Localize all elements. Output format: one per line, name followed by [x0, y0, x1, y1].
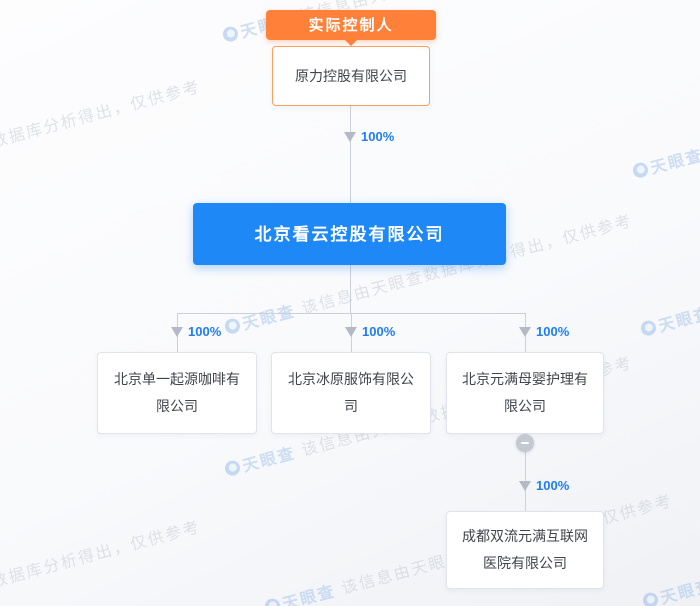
tianyancha-logo: 天眼查: [638, 299, 700, 341]
watermark-disclaimer: 该信息由天眼查数据库分析得出，仅供参考: [0, 518, 203, 606]
company-node-controller[interactable]: 原力控股有限公司: [272, 46, 430, 106]
watermark-brand: 天眼查: [656, 305, 700, 336]
tianyancha-eye-icon: [639, 318, 658, 337]
edge-sub3-to-grandchild: 100%: [519, 479, 569, 493]
arrow-down-triangle-icon: [519, 481, 531, 491]
shareholding-percent: 100%: [362, 324, 396, 339]
watermark-brand: 天眼查: [648, 147, 700, 178]
edge-main-to-sub1: 100%: [171, 325, 221, 339]
edge-controller-to-main: 100%: [344, 130, 394, 144]
tianyancha-eye-icon: [223, 458, 242, 477]
edge-main-to-sub2: 100%: [345, 325, 395, 339]
arrow-down-triangle-icon: [171, 327, 183, 337]
collapse-minus-icon[interactable]: [516, 434, 534, 452]
watermark-brand: 天眼查: [240, 445, 298, 476]
tianyancha-logo: 天眼查: [222, 439, 298, 481]
company-node-subsidiary-2[interactable]: 北京冰原服饰有限公司: [271, 352, 431, 434]
tianyancha-eye-icon: [641, 590, 660, 606]
watermark-brand: 天眼查: [240, 303, 298, 334]
company-node-subsidiary-1[interactable]: 北京单一起源咖啡有限公司: [97, 352, 257, 434]
shareholding-percent: 100%: [188, 324, 222, 339]
actual-controller-badge: 实际控制人: [266, 10, 436, 46]
tianyancha-logo: 天眼查: [630, 141, 700, 183]
tianyancha-logo: 天眼查: [222, 297, 298, 339]
company-node-grandchild[interactable]: 成都双流元满互联网医院有限公司: [446, 511, 604, 589]
connector-sub3-to-grandchild: [525, 434, 526, 511]
company-node-main[interactable]: 北京看云控股有限公司: [193, 203, 506, 265]
arrow-down-triangle-icon: [519, 327, 531, 337]
tianyancha-eye-icon: [221, 24, 240, 43]
tianyancha-logo: 天眼查: [262, 577, 338, 606]
watermark-disclaimer: 该信息由天眼查数据库分析得出，仅供参考: [0, 78, 203, 184]
connector-controller-to-main: [350, 105, 351, 203]
tianyancha-eye-icon: [631, 160, 650, 179]
arrow-down-triangle-icon: [344, 132, 356, 142]
shareholding-percent: 100%: [536, 324, 570, 339]
watermark-brand: 天眼查: [658, 577, 700, 606]
watermark-tile: 天眼查 该信息由天眼查数据库分析得出，仅供参考: [640, 481, 700, 606]
tianyancha-logo: 天眼查: [640, 571, 700, 606]
watermark-tile: 天眼查 该信息由天眼查数据库分析得出，仅供参考: [630, 51, 700, 183]
edge-main-to-sub3: 100%: [519, 325, 569, 339]
watermark-tile: 天眼查 该信息由天眼查数据库分析得出，仅供参考: [0, 73, 203, 205]
connector-main-down: [350, 265, 351, 313]
shareholding-percent: 100%: [536, 478, 570, 493]
arrow-down-triangle-icon: [345, 327, 357, 337]
company-node-subsidiary-3[interactable]: 北京元满母婴护理有限公司: [446, 352, 604, 434]
watermark-brand: 天眼查: [280, 583, 338, 606]
watermark-tile: 天眼查 该信息由天眼查数据库分析得出，仅供参考: [638, 209, 700, 341]
watermark-tile: 天眼查 该信息由天眼查数据库分析得出，仅供参考: [0, 513, 203, 606]
tianyancha-eye-icon: [263, 596, 282, 606]
shareholding-percent: 100%: [361, 129, 395, 144]
tianyancha-eye-icon: [223, 316, 242, 335]
